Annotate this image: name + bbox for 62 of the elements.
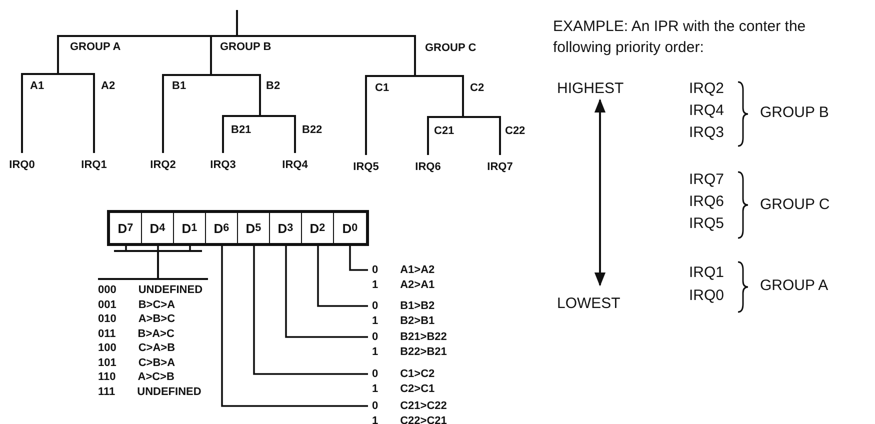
tree-label: B21 bbox=[231, 124, 252, 136]
priority-text: LOWEST bbox=[557, 295, 620, 312]
priority-text: IRQ6 bbox=[689, 193, 724, 210]
irq-label: IRQ5 bbox=[353, 161, 379, 173]
bracket-line bbox=[97, 250, 209, 280]
tree-label: B1 bbox=[172, 80, 186, 92]
table-row-text: 101 C>B>A bbox=[98, 356, 176, 370]
tree-label: GROUP A bbox=[70, 41, 121, 53]
leader-line bbox=[349, 246, 368, 271]
irq-label: IRQ0 bbox=[9, 159, 35, 171]
tree-label: GROUP B bbox=[220, 41, 272, 53]
priority-text: IRQ5 bbox=[689, 215, 724, 232]
table-row: 0 A1>A2 bbox=[372, 263, 435, 278]
table-row-text: 010 A>B>C bbox=[98, 312, 176, 326]
leader-line bbox=[253, 246, 368, 375]
leader-line bbox=[285, 246, 368, 338]
leader-line bbox=[189, 245, 191, 252]
tree-label: C2 bbox=[470, 82, 484, 94]
table-row-text: 001 B>C>A bbox=[98, 298, 176, 312]
table-row: 000 UNDEFINED bbox=[98, 283, 203, 298]
example-note: EXAMPLE: An IPR with the conter the following priority order: bbox=[553, 17, 807, 58]
tree-label: B2 bbox=[266, 80, 280, 92]
tree-label: A1 bbox=[30, 80, 44, 92]
priority-text: GROUP C bbox=[760, 196, 830, 213]
irq-label: IRQ6 bbox=[415, 161, 441, 173]
tree-label: C21 bbox=[434, 125, 454, 137]
leader-line bbox=[157, 245, 159, 252]
priority-text: HIGHEST bbox=[557, 80, 624, 97]
table-row-text: 100 C>A>B bbox=[98, 341, 176, 356]
leader-line bbox=[125, 245, 127, 252]
table-row: 1 B2>B1 bbox=[372, 314, 435, 328]
priority-text: GROUP A bbox=[760, 277, 828, 294]
table-row: 0 C21>C22 bbox=[372, 399, 447, 414]
priority-text: IRQ2 bbox=[689, 80, 724, 97]
table-row-text: 111 UNDEFINED bbox=[98, 384, 202, 399]
tree-label: GROUP C bbox=[425, 42, 476, 54]
priority-text: GROUP B bbox=[760, 104, 829, 121]
leader-line bbox=[221, 246, 368, 407]
irq-label: IRQ2 bbox=[150, 159, 176, 171]
table-row: 0 C1>C2 bbox=[372, 367, 435, 382]
table-row: 0 B21>B22 bbox=[372, 330, 447, 344]
table-row: 1 A2>A1 bbox=[372, 278, 435, 292]
priority-text: IRQ4 bbox=[689, 102, 724, 119]
tree-label: C22 bbox=[505, 125, 526, 137]
tree-label: A2 bbox=[101, 80, 116, 92]
irq-label: IRQ4 bbox=[282, 159, 308, 171]
tree-label: C1 bbox=[375, 82, 390, 94]
table-row: 1 C2>C1 bbox=[372, 382, 435, 396]
priority-text: IRQ1 bbox=[689, 264, 724, 281]
tree-label: B22 bbox=[302, 124, 322, 136]
table-row: 1 B22>B21 bbox=[372, 344, 447, 359]
irq-label: IRQ3 bbox=[210, 159, 236, 171]
irq-label: IRQ7 bbox=[487, 161, 513, 173]
leader-line bbox=[317, 246, 368, 307]
irq-label: IRQ1 bbox=[81, 159, 107, 171]
priority-text: IRQ3 bbox=[689, 124, 724, 141]
table-row: 1 C22>C21 bbox=[372, 414, 447, 424]
table-row-text: 011 B>A>C bbox=[98, 326, 176, 341]
priority-text: IRQ0 bbox=[689, 287, 724, 304]
table-row-text: 110 A>C>B bbox=[98, 370, 176, 384]
table-row: 0 B1>B2 bbox=[372, 299, 435, 314]
priority-text: IRQ7 bbox=[689, 171, 724, 188]
